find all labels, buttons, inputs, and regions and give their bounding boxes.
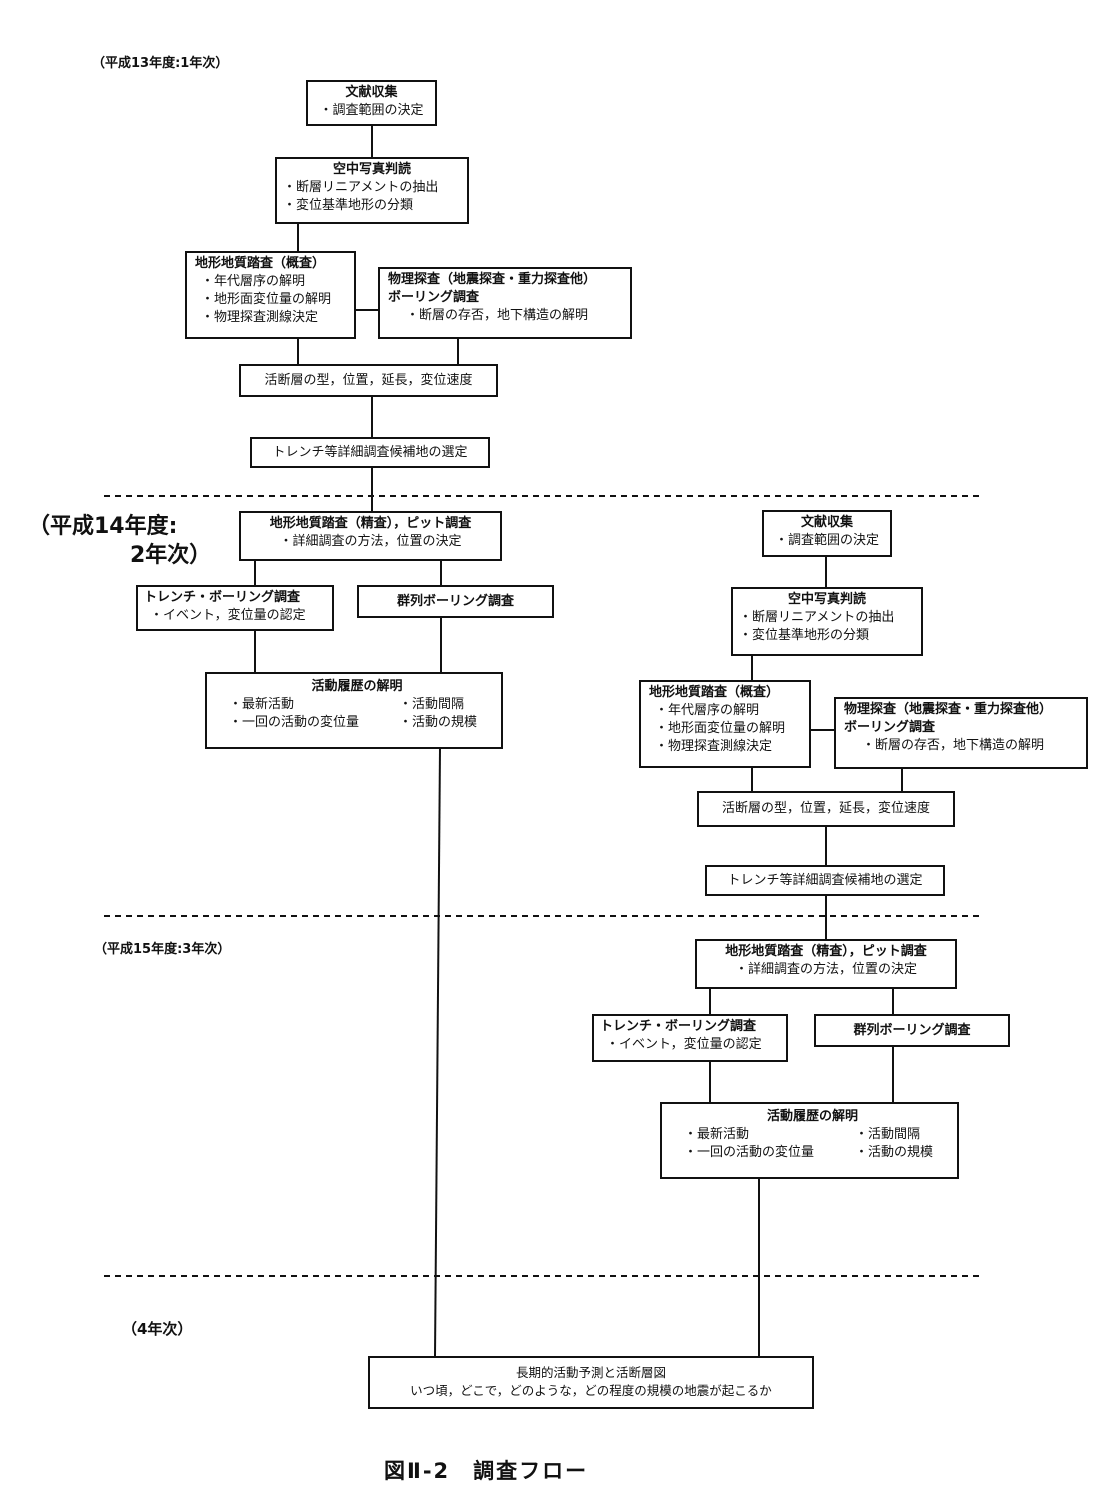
- flow1-aerial-box: 空中写真判読 ・断層リニアメントの抽出 ・変位基準地形の分類: [275, 157, 469, 224]
- flow1-geophysics-title-2: ボーリング調査: [388, 290, 480, 305]
- flow2-trench-item: ・イベント，変位量の認定: [606, 1037, 762, 1052]
- final-prediction-text: いつ頃，どこで，どのような，どの程度の規模の地震が起こるか: [410, 1383, 772, 1398]
- flow2-literature-item: ・調査範囲の決定: [774, 533, 879, 548]
- flow2-aerial-item-2: ・変位基準地形の分類: [739, 628, 870, 643]
- flow1-literature-item: ・調査範囲の決定: [319, 103, 424, 118]
- flow2-trench-select-box: トレンチ等詳細調査候補地の選定: [705, 865, 945, 896]
- flow2-group-boring-box: 群列ボーリング調査: [814, 1014, 1010, 1047]
- flow1-survey-box: 地形地質踏査（概査） ・年代層序の解明 ・地形面変位量の解明 ・物理探査測線決定: [185, 251, 356, 339]
- flow1-aerial-item-2: ・変位基準地形の分類: [283, 198, 414, 213]
- flow1-fault-box: 活断層の型，位置，延長，変位速度: [239, 364, 498, 397]
- flow2-survey-item-1: ・年代層序の解明: [655, 703, 760, 718]
- flow2-history-item: ・一回の活動の変位量: [684, 1145, 815, 1160]
- flow2-trench-title: トレンチ・ボーリング調査: [600, 1019, 757, 1034]
- flow1-survey-title: 地形地質踏査（概査）: [195, 256, 326, 271]
- flow2-survey-item-2: ・地形面変位量の解明: [655, 721, 786, 736]
- flow2-group-boring-title: 群列ボーリング調査: [853, 1022, 971, 1038]
- flow2-fault-box: 活断層の型，位置，延長，変位速度: [697, 791, 955, 827]
- flow1-aerial-title: 空中写真判読: [332, 162, 411, 177]
- flow1-group-boring-box: 群列ボーリング調査: [357, 585, 554, 618]
- phase-year2-label-line1: （平成14年度:: [28, 514, 178, 539]
- flow1-history-item: ・最新活動: [229, 697, 295, 712]
- flow2-detail-title: 地形地質踏査（精査），ピット調査: [725, 944, 927, 959]
- flow1-trench-box: トレンチ・ボーリング調査 ・イベント，変位量の認定: [136, 585, 334, 631]
- flow2-history-row-1: ・最新活動 ・活動間隔: [684, 1126, 941, 1144]
- flow2-history-row-2: ・一回の活動の変位量 ・活動の規模: [684, 1144, 941, 1162]
- flow1-aerial-item-1: ・断層リニアメントの抽出: [283, 180, 439, 195]
- flow1-fault-text: 活断層の型，位置，延長，変位速度: [264, 372, 473, 388]
- flow2-survey-title: 地形地質踏査（概査）: [649, 685, 780, 700]
- final-prediction-box: 長期的活動予測と活断層図 いつ頃，どこで，どのような，どの程度の規模の地震が起こ…: [368, 1356, 814, 1409]
- flow1-group-boring-title: 群列ボーリング調査: [396, 593, 514, 609]
- phase-year3-label: （平成15年度:3年次）: [94, 942, 231, 957]
- flow1-history-title: 活動履歴の解明: [311, 679, 403, 694]
- flow2-history-title: 活動履歴の解明: [766, 1109, 858, 1124]
- flow1-trench-item: ・イベント，変位量の認定: [150, 608, 306, 623]
- flow1-trench-title: トレンチ・ボーリング調査: [144, 590, 301, 605]
- flow1-trench-select-box: トレンチ等詳細調査候補地の選定: [250, 437, 490, 468]
- final-prediction-title: 長期的活動予測と活断層図: [515, 1365, 666, 1380]
- phase-year4-label: （4年次）: [122, 1320, 193, 1338]
- flow1-detail-box: 地形地質踏査（精査），ピット調査 ・詳細調査の方法，位置の決定: [239, 511, 502, 561]
- flow2-geophysics-title-2: ボーリング調査: [844, 720, 936, 735]
- flow2-geophysics-item: ・断層の存否，地下構造の解明: [862, 738, 1045, 753]
- figure-caption: 図Ⅱ-2 調査フロー: [384, 1459, 589, 1483]
- phase-year1-label: （平成13年度:1年次）: [92, 56, 229, 71]
- flow2-geophysics-box: 物理探査（地震探査・重力探査他） ボーリング調査 ・断層の存否，地下構造の解明: [834, 697, 1088, 769]
- flow2-trench-box: トレンチ・ボーリング調査 ・イベント，変位量の認定: [592, 1014, 788, 1062]
- flow1-history-box: 活動履歴の解明 ・最新活動 ・活動間隔 ・一回の活動の変位量 ・活動の規模: [205, 672, 503, 749]
- flow1-literature-box: 文献収集 ・調査範囲の決定: [306, 80, 437, 126]
- flow2-literature-box: 文献収集 ・調査範囲の決定: [762, 510, 892, 557]
- flow2-aerial-item-1: ・断層リニアメントの抽出: [739, 610, 895, 625]
- flow1-detail-item: ・詳細調査の方法，位置の決定: [279, 534, 462, 549]
- flow1-history-item: ・一回の活動の変位量: [229, 715, 360, 730]
- flow1-survey-item-3: ・物理探査測線決定: [201, 310, 319, 325]
- flow2-history-item: ・活動間隔: [855, 1127, 921, 1142]
- flow1-geophysics-item: ・断層の存否，地下構造の解明: [406, 308, 589, 323]
- flow2-fault-text: 活断層の型，位置，延長，変位速度: [721, 801, 930, 816]
- flow2-trench-select-text: トレンチ等詳細調査候補地の選定: [727, 872, 923, 888]
- flow1-history-row-1: ・最新活動 ・活動間隔: [229, 696, 485, 714]
- flow2-aerial-box: 空中写真判読 ・断層リニアメントの抽出 ・変位基準地形の分類: [731, 587, 923, 656]
- flow1-geophysics-title-1: 物理探査（地震探査・重力探査他）: [388, 272, 597, 287]
- flow1-history-item: ・活動間隔: [399, 697, 465, 712]
- flow2-history-item: ・最新活動: [684, 1127, 750, 1142]
- flow2-geophysics-title-1: 物理探査（地震探査・重力探査他）: [844, 702, 1053, 717]
- flow2-history-box: 活動履歴の解明 ・最新活動 ・活動間隔 ・一回の活動の変位量 ・活動の規模: [660, 1102, 959, 1179]
- flow1-trench-select-text: トレンチ等詳細調査候補地の選定: [272, 444, 468, 460]
- flow1-geophysics-box: 物理探査（地震探査・重力探査他） ボーリング調査 ・断層の存否，地下構造の解明: [378, 267, 632, 339]
- flow1-history-row-2: ・一回の活動の変位量 ・活動の規模: [229, 714, 485, 732]
- flow1-survey-item-1: ・年代層序の解明: [201, 274, 306, 289]
- flow1-literature-title: 文献収集: [345, 85, 398, 100]
- flow2-aerial-title: 空中写真判読: [787, 592, 866, 607]
- flow2-detail-box: 地形地質踏査（精査），ピット調査 ・詳細調査の方法，位置の決定: [695, 939, 957, 989]
- flow1-survey-item-2: ・地形面変位量の解明: [201, 292, 332, 307]
- flow1-history-item: ・活動の規模: [399, 715, 478, 730]
- flow2-literature-title: 文献収集: [800, 515, 853, 530]
- flow2-history-item: ・活動の規模: [855, 1145, 934, 1160]
- flow2-detail-item: ・詳細調査の方法，位置の決定: [734, 962, 917, 977]
- flow2-survey-item-3: ・物理探査測線決定: [655, 739, 773, 754]
- phase-year2-label-line2: 2年次）: [130, 543, 212, 568]
- flow2-survey-box: 地形地質踏査（概査） ・年代層序の解明 ・地形面変位量の解明 ・物理探査測線決定: [639, 680, 811, 768]
- flow1-detail-title: 地形地質踏査（精査），ピット調査: [269, 516, 472, 531]
